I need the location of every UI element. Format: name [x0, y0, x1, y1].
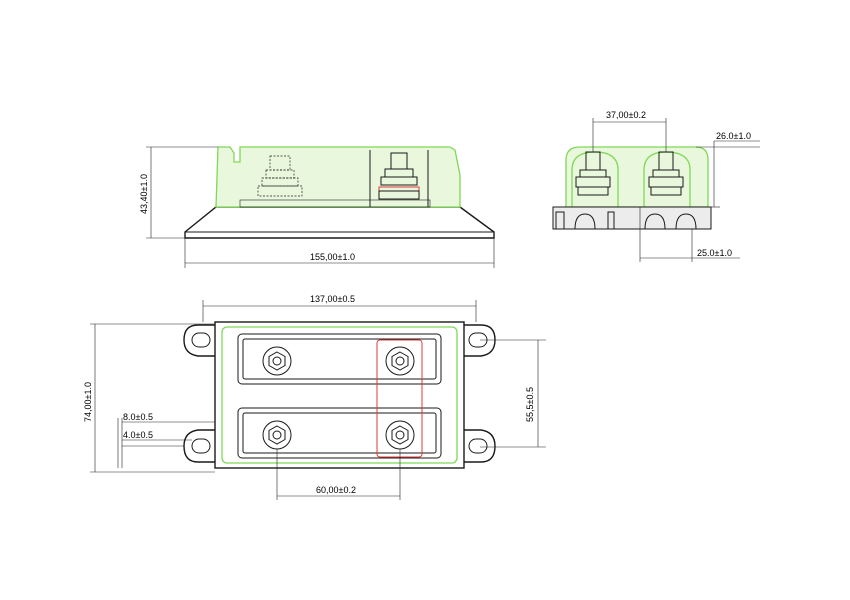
- dim-side-height: 26.0±1.0: [716, 131, 751, 141]
- side-view: 37,00±0.2 26.0±1.0 25.0±1.0: [552, 110, 760, 262]
- dim-top-width: 137,00±0.5: [310, 294, 355, 304]
- dim-top-offset-b: 4.0±0.5: [123, 430, 153, 440]
- front-view: 43,40±1.0 155,00±1.0: [139, 146, 495, 268]
- dim-top-stud-spacing: 60,00±0.2: [316, 485, 356, 495]
- dim-front-height: 43,40±1.0: [139, 174, 149, 214]
- top-view: 137,00±0.5 74,00±1.0 55,5±0.5 60,00±0.2 …: [83, 294, 546, 500]
- dim-side-depth: 25.0±1.0: [697, 248, 732, 258]
- dim-top-height: 74,00±1.0: [83, 382, 93, 422]
- dim-front-width: 155,00±1.0: [310, 252, 355, 262]
- dim-side-spacing: 37,00±0.2: [606, 110, 646, 120]
- dim-top-offset-a: 8.0±0.5: [123, 412, 153, 422]
- dim-top-mount-spacing: 55,5±0.5: [525, 387, 535, 422]
